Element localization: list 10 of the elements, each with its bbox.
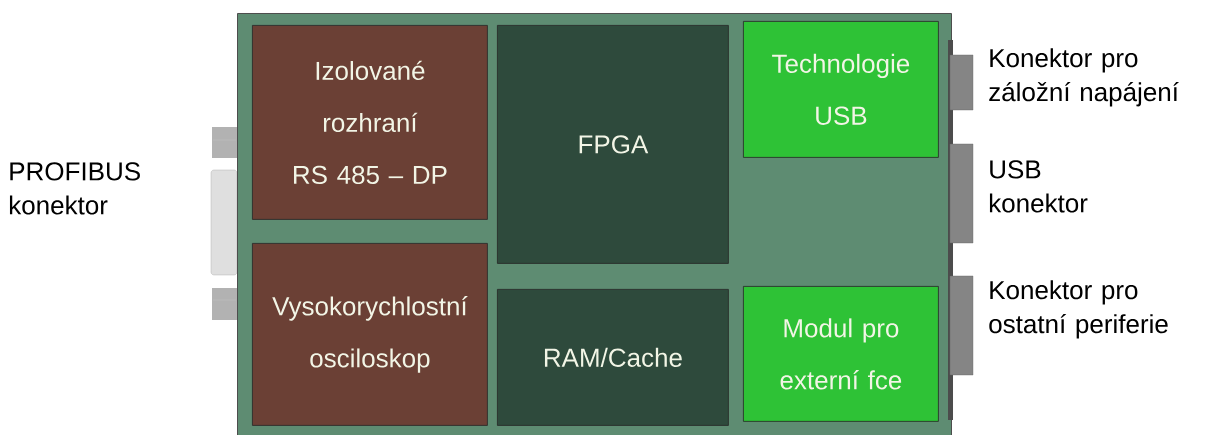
connector-label: USB konektor [989, 160, 1088, 213]
module-box: RAM/Cache [497, 289, 729, 426]
module-box: Vysokorychlostní osciloskop [252, 243, 488, 426]
module-box: Izolované rozhraní RS 485 – DP [252, 25, 488, 220]
connector-label: Konektor pro záložní napájení [989, 48, 1179, 107]
module-box: Technologie USB [743, 21, 939, 158]
module-box: FPGA [497, 25, 729, 264]
connector-label: PROFIBUS konektor [9, 162, 140, 215]
module-box: Modul pro externí fce [743, 286, 939, 422]
connector-label: Konektor pro ostatní periferie [989, 280, 1168, 339]
